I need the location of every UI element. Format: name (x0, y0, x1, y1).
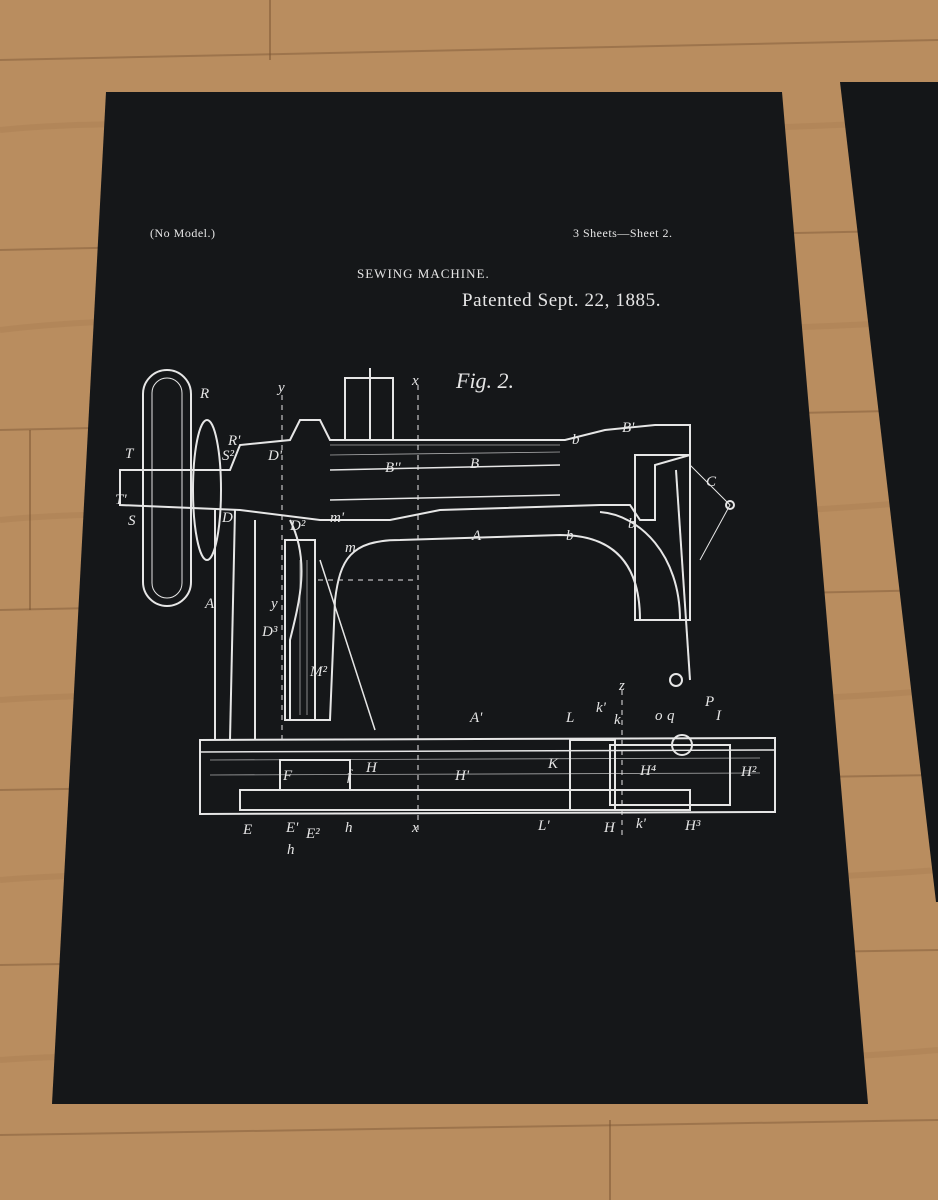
patent-title: SEWING MACHINE. (357, 266, 490, 281)
sheet-info: 3 Sheets—Sheet 2. (573, 226, 673, 240)
svg-text:H²: H² (740, 764, 757, 780)
svg-text:B': B' (622, 420, 635, 436)
svg-text:H': H' (454, 768, 470, 784)
svg-text:D: D (221, 510, 233, 526)
svg-text:o: o (655, 708, 663, 724)
svg-text:T': T' (115, 492, 127, 508)
svg-text:M²: M² (309, 664, 327, 680)
svg-text:D': D' (267, 448, 283, 464)
svg-text:B: B (470, 456, 479, 472)
svg-text:D³: D³ (261, 624, 278, 640)
svg-text:L: L (565, 710, 574, 726)
svg-text:k': k' (596, 700, 607, 716)
svg-text:h: h (287, 842, 295, 858)
svg-text:k: k (614, 712, 621, 728)
machine-head (634, 454, 691, 621)
svg-text:b: b (572, 432, 580, 448)
patent-date: Patented Sept. 22, 1885. (462, 290, 662, 311)
svg-text:E²: E² (305, 826, 320, 842)
svg-text:E': E' (285, 820, 299, 836)
svg-text:A: A (204, 596, 215, 612)
svg-text:b: b (566, 528, 574, 544)
svg-text:z: z (618, 678, 625, 694)
bobbin (671, 734, 693, 756)
machine-pillar (289, 511, 682, 721)
hand-wheel (142, 369, 192, 607)
svg-text:F: F (282, 768, 293, 784)
pulley (192, 419, 222, 561)
svg-text:b: b (628, 516, 636, 532)
svg-text:B'': B'' (385, 460, 401, 476)
svg-text:L': L' (537, 818, 550, 834)
svg-text:D²: D² (289, 518, 306, 534)
svg-text:E: E (242, 822, 252, 838)
svg-text:H: H (603, 820, 616, 836)
svg-text:C: C (706, 474, 717, 490)
svg-text:P: P (704, 694, 714, 710)
model-note: (No Model.) (150, 226, 216, 240)
svg-text:R': R' (227, 433, 241, 449)
lower-shaft (239, 789, 691, 811)
svg-text:x: x (411, 820, 419, 836)
machine-bed (199, 736, 776, 816)
svg-text:H³: H³ (684, 818, 701, 834)
figure-label: Fig. 2. (456, 368, 515, 393)
svg-text:x: x (411, 373, 419, 389)
machine-arm (119, 419, 691, 521)
svg-text:y: y (276, 380, 285, 396)
svg-text:T: T (125, 446, 135, 462)
patent-poster (52, 92, 868, 1104)
svg-text:A': A' (469, 710, 483, 726)
svg-text:K: K (547, 756, 559, 772)
svg-text:y: y (269, 596, 278, 612)
svg-text:f: f (347, 768, 353, 784)
svg-text:I: I (715, 708, 722, 724)
svg-text:R: R (199, 386, 209, 402)
svg-text:A: A (471, 528, 482, 544)
svg-text:S²: S² (222, 448, 235, 464)
svg-text:k': k' (636, 816, 647, 832)
svg-text:H⁴: H⁴ (639, 763, 656, 779)
svg-text:m': m' (330, 510, 345, 526)
svg-text:H: H (365, 760, 378, 776)
svg-text:h: h (345, 820, 353, 836)
svg-text:q: q (667, 708, 675, 724)
svg-text:S: S (128, 513, 136, 529)
svg-text:m: m (345, 540, 356, 556)
